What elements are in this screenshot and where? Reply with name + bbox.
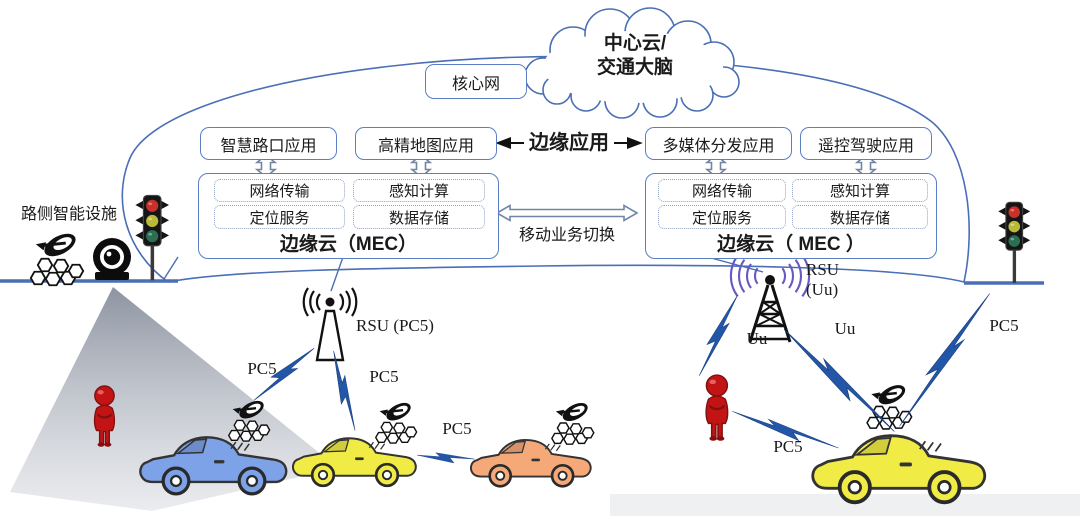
mec-service-label: 感知计算	[388, 183, 449, 200]
app-label: 多媒体分发应用	[662, 137, 775, 155]
core-network-label: 核心网	[451, 75, 500, 93]
car-orange	[469, 438, 593, 488]
mec-service-label: 网络传输	[691, 183, 752, 200]
mec-service: 数据存储	[792, 205, 928, 229]
mec-service-label: 定位服务	[691, 209, 752, 227]
car-sensor-icon	[867, 379, 912, 429]
camera-icon	[93, 238, 131, 280]
cloud-title-line2: 交通大脑	[596, 57, 673, 79]
rsu-pc5-antenna-icon	[302, 286, 358, 362]
link-label-uu: Uu	[746, 329, 768, 349]
car-yellow-right	[810, 433, 987, 505]
roadside-sensor-icon	[31, 226, 83, 285]
link-label-pc5: PC5	[989, 316, 1019, 336]
roadside-facility-label: 路侧智能设施	[20, 205, 117, 223]
mec-service: 感知计算	[353, 179, 485, 202]
app-box-multimedia: 多媒体分发应用	[645, 127, 792, 160]
car-sensor-icon	[376, 397, 417, 443]
mec-service-label: 数据存储	[829, 209, 890, 227]
mec-service-label: 数据存储	[388, 209, 449, 227]
edge-app-label: 边缘应用	[529, 131, 609, 154]
link-label-pc5: PC5	[773, 437, 803, 457]
app-box-remote-driving: 遥控驾驶应用	[800, 127, 932, 160]
app-box-hd-map: 高精地图应用	[355, 127, 497, 160]
pedestrian-right	[704, 373, 729, 442]
mec-box-left: 网络传输 感知计算 定位服务 数据存储 边缘云（MEC）	[198, 173, 499, 259]
mec-service-label: 感知计算	[829, 183, 890, 200]
cloud-icon	[524, 7, 740, 119]
app-label: 高精地图应用	[377, 137, 474, 155]
mec-service: 感知计算	[792, 179, 928, 202]
mec-service: 网络传输	[214, 179, 345, 202]
mec-service-label: 网络传输	[249, 183, 310, 200]
handover-double-arrow	[495, 204, 639, 222]
handover-label: 移动业务切换	[518, 227, 615, 245]
road-band	[610, 494, 1080, 516]
mec-box-right: 网络传输 感知计算 定位服务 数据存储 边缘云（ MEC ）	[645, 173, 937, 259]
car-sensor-icon	[552, 397, 594, 444]
mec-title: 边缘云（MEC）	[279, 234, 418, 255]
mec-title: 边缘云（ MEC ）	[717, 234, 865, 255]
core-network-box: 核心网	[425, 64, 527, 99]
edge-app-arrows	[495, 137, 643, 149]
app-label: 智慧路口应用	[220, 137, 317, 155]
traffic-light-icon-right	[997, 201, 1031, 284]
rsu-uu-label-line2: (Uu)	[806, 280, 839, 300]
rsu-uu-label-line1: RSU	[806, 260, 840, 280]
link-label-pc5: PC5	[442, 419, 472, 439]
rsu-pc5-label: RSU (PC5)	[356, 316, 434, 336]
mec-service: 定位服务	[214, 205, 345, 229]
mec-service: 网络传输	[658, 179, 786, 202]
link-label-uu: Uu	[834, 319, 856, 339]
link-label-pc5: PC5	[369, 367, 399, 387]
app-box-smart-intersection: 智慧路口应用	[200, 127, 337, 160]
camera-fov-cone	[10, 287, 338, 511]
app-label: 遥控驾驶应用	[817, 137, 914, 155]
link-label-pc5: PC5	[247, 359, 277, 379]
mec-service: 定位服务	[658, 205, 786, 229]
mec-service: 数据存储	[353, 205, 485, 229]
car-yellow-left	[291, 436, 418, 488]
mec-service-label: 定位服务	[249, 209, 310, 227]
cloud-title-line1: 中心云/	[603, 33, 667, 55]
